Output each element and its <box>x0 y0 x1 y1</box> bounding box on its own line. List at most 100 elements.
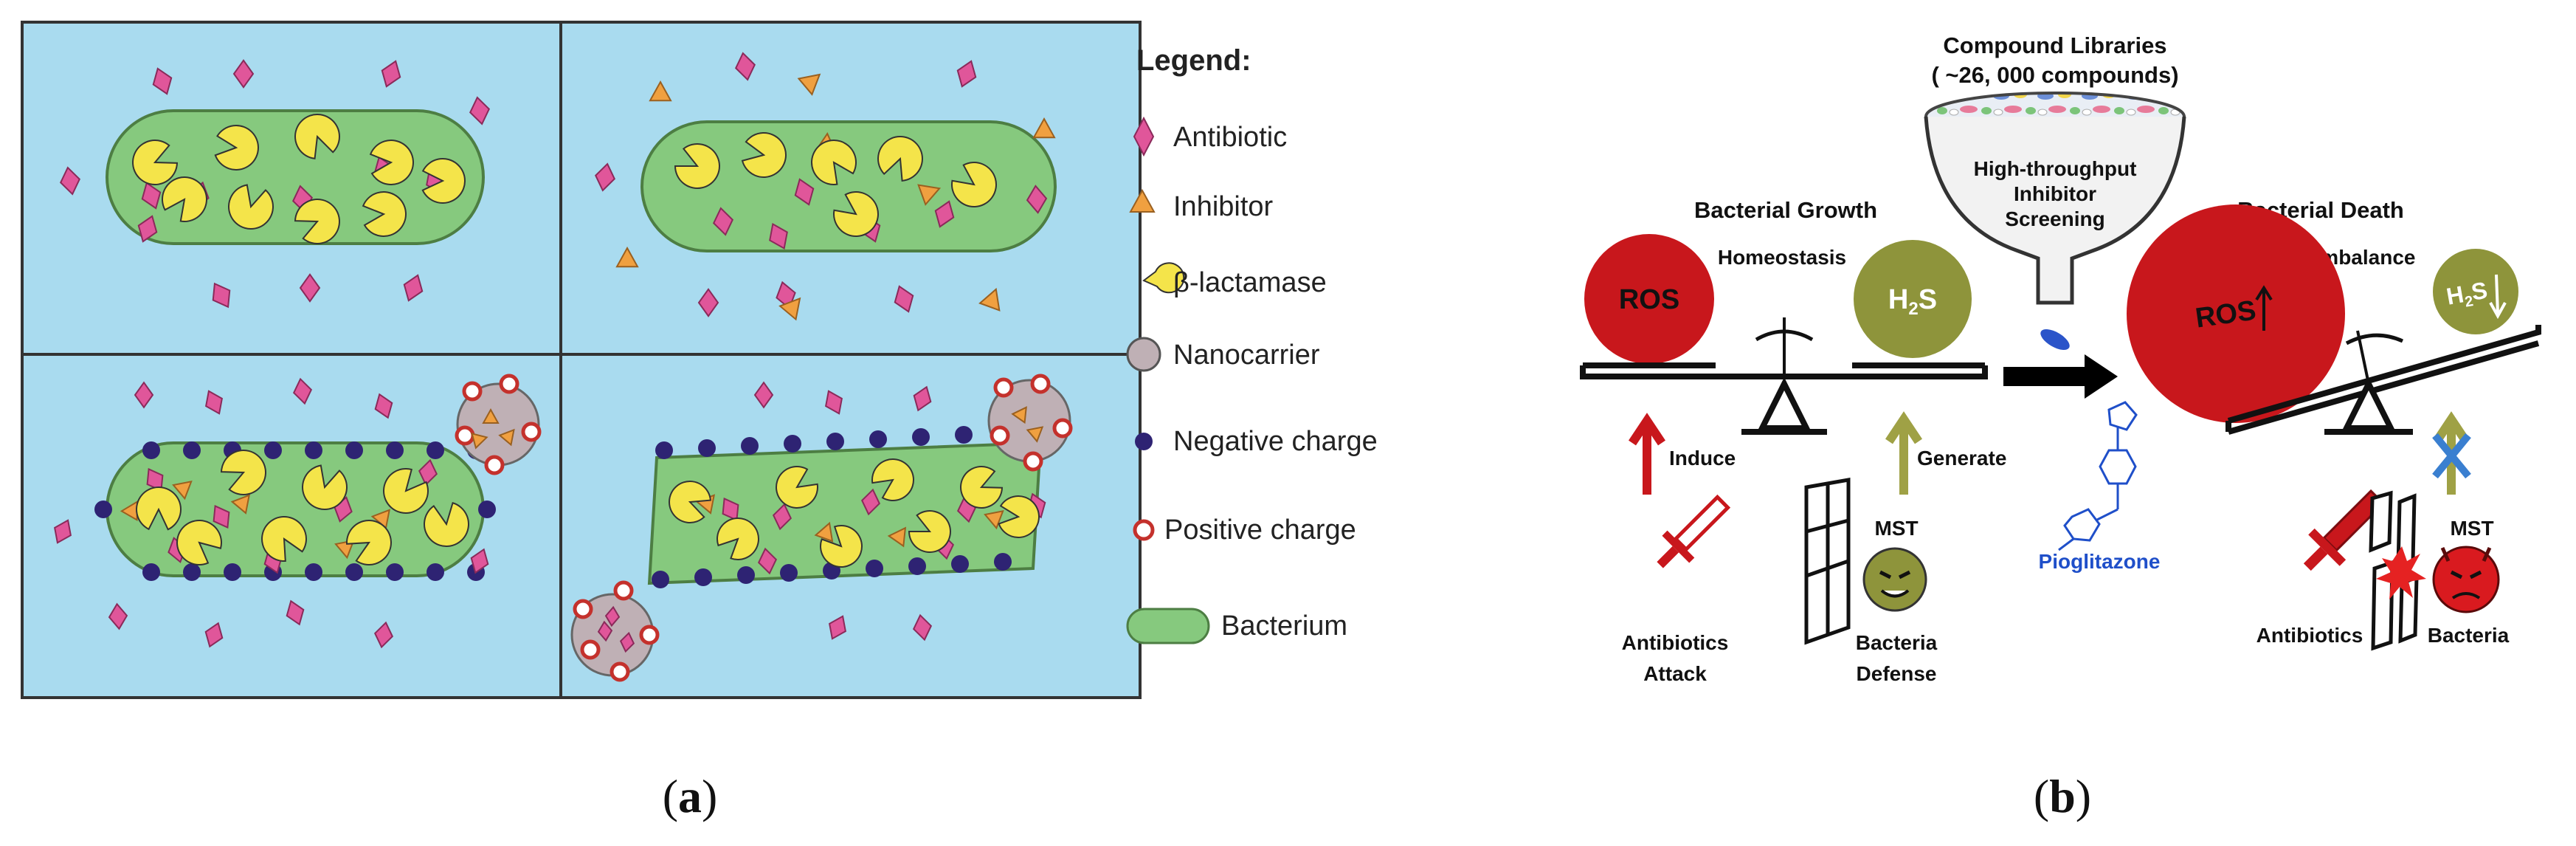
diamond-icon <box>1133 116 1155 157</box>
negative-charge-particle <box>478 501 496 518</box>
antibiotic-particle <box>134 381 154 409</box>
negative-charge-particle <box>305 441 322 459</box>
inhibitor-particle <box>230 494 251 515</box>
positive-charge-particle <box>484 455 505 475</box>
inhibitor-particle <box>978 287 1001 312</box>
antibiotic-particle <box>912 613 933 642</box>
antibiotic-particle <box>604 605 621 627</box>
funnel-line-1: High-throughput <box>1974 157 2137 180</box>
inhibitor-particle <box>482 407 500 424</box>
inhibitor-particle <box>797 73 821 96</box>
negative-charge-particle <box>655 441 673 459</box>
beta-lactamase-particle <box>811 140 857 185</box>
beta-lactamase-particle <box>998 495 1040 538</box>
negative-charge-particle <box>94 501 112 518</box>
antibiotic-particle <box>860 488 881 516</box>
negative-charge-particle <box>908 557 926 575</box>
legend-title: Legend: <box>1136 44 1251 77</box>
inhibitor-particle <box>1032 117 1056 139</box>
legend-label-antibiotic: Antibiotic <box>1173 122 1287 153</box>
positive-charge-particle <box>1052 418 1073 439</box>
caption-a: (a) <box>663 770 718 822</box>
pacman-icon <box>1142 262 1185 294</box>
negative-charge-particle <box>224 563 241 581</box>
inhibitor-particle <box>887 526 907 548</box>
antibiotic-particle <box>137 215 158 243</box>
ros-circle-left <box>1584 234 1714 364</box>
beta-lactamase-particle <box>132 140 179 185</box>
beta-lactamase-particle <box>877 136 923 182</box>
positive-charge-particle <box>993 377 1014 398</box>
antibiotic-particle <box>469 96 491 125</box>
antibiotic-particle <box>286 599 305 626</box>
legend-label-beta-lactamase: β-lactamase <box>1173 267 1327 298</box>
negative-charge-particle <box>951 555 969 573</box>
negative-charge-particle <box>737 566 755 584</box>
negative-charge-icon <box>1135 433 1153 450</box>
inhibitor-particle <box>1026 426 1044 443</box>
negative-charge-particle <box>183 441 201 459</box>
legend: Legend: Antibiotic Inhibitor β-lactamase… <box>1126 44 1378 644</box>
positive-charge-particle <box>613 580 634 601</box>
sword-icon-right <box>2303 489 2386 571</box>
antibiotic-particle <box>772 503 793 531</box>
panel-b: Compound Libraries ( ~26, 000 compounds)… <box>1580 32 2541 822</box>
negative-charge-particle <box>869 430 887 448</box>
inhibitor-particle <box>778 297 801 321</box>
bacteria-label-left-2: Defense <box>1857 662 1937 685</box>
mst-label-right: MST <box>2450 517 2493 540</box>
drug-label: Pioglitazone <box>2039 550 2161 573</box>
funnel <box>1924 116 2186 305</box>
antibiotic-particle <box>619 631 635 653</box>
beta-lactamase-particle <box>346 520 392 565</box>
h2s-down-arrow <box>2489 274 2507 320</box>
panel-a: Legend: Antibiotic Inhibitor β-lactamase… <box>21 21 1378 822</box>
antibiotic-particle <box>597 620 613 642</box>
beta-lactamase-particle <box>369 140 414 185</box>
left-state: Homeostasis <box>1718 246 1846 269</box>
antibiotic-particle <box>108 602 128 630</box>
negative-charge-particle <box>427 563 444 581</box>
negative-charge-particle <box>386 441 404 459</box>
beta-lactamase-particle <box>261 516 307 562</box>
positive-charge-particle <box>499 374 519 394</box>
pill-icon <box>2040 329 2070 350</box>
legend-label-nanocarrier: Nanocarrier <box>1173 340 1320 371</box>
beta-lactamase-particle <box>871 458 914 501</box>
inhibitor-particle <box>1011 406 1027 424</box>
antibiotics-label-left-2: Attack <box>1643 662 1707 685</box>
beta-lactamase-particle <box>136 486 182 531</box>
antibiotic-particle <box>697 288 719 317</box>
beta-lactamase-particle <box>220 450 266 495</box>
beta-lactamase-particle <box>421 158 466 204</box>
positive-charge-particle <box>580 639 601 660</box>
beta-lactamase-particle <box>716 517 759 560</box>
antibiotic-particle <box>374 393 393 419</box>
negative-charge-particle <box>780 564 798 582</box>
transition-arrow <box>2003 354 2118 399</box>
scale-tilted <box>2225 325 2541 435</box>
ros-circle-right <box>2127 204 2345 423</box>
h2s-circle-left <box>1854 240 1972 358</box>
beta-lactamase-particle <box>162 176 207 222</box>
beta-lactamase-particle <box>776 466 819 509</box>
antibiotic-particle <box>299 273 321 303</box>
triangle-icon <box>1129 188 1156 213</box>
positive-charge-particle <box>573 599 593 619</box>
beta-lactamase-particle <box>669 481 711 523</box>
inhibitor-particle <box>917 184 942 206</box>
antibiotic-particle <box>59 166 81 196</box>
beta-lactamase-particle <box>424 501 469 547</box>
negative-charge-particle <box>345 563 363 581</box>
antibiotic-particle <box>205 390 223 415</box>
antibiotic-particle <box>934 200 955 228</box>
block-cross-icon <box>2432 433 2471 479</box>
impact-burst-icon <box>2376 546 2426 599</box>
ros-up-arrow <box>2255 285 2273 331</box>
antibiotic-particle <box>829 615 846 640</box>
wall-icon <box>1804 478 1851 645</box>
beta-lactamase-particle <box>674 143 720 189</box>
negative-charge-particle <box>386 563 404 581</box>
negative-charge-particle <box>142 563 160 581</box>
negative-charge-particle <box>955 426 973 444</box>
